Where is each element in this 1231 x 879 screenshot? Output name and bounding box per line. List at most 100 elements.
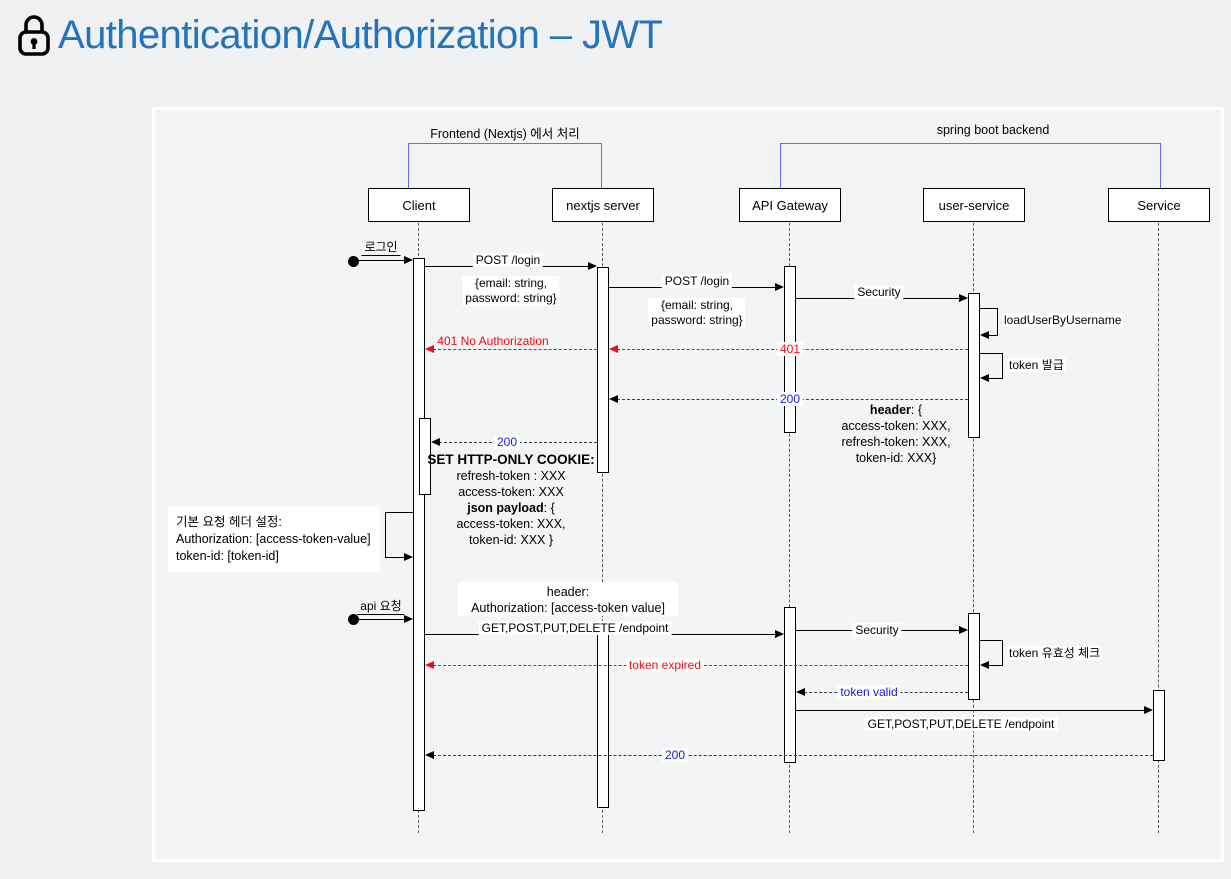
api-trigger-arrowhead: [404, 615, 413, 623]
post-login-1-body: {email: string, password: string}: [462, 276, 560, 306]
sequence-diagram-canvas: Frontend (Nextjs) 에서 처리 spring boot back…: [152, 107, 1224, 862]
client-self-loop-left: [385, 512, 386, 558]
token-check-line-top: [980, 640, 1003, 641]
request-header-note-line1: header:: [546, 585, 590, 599]
token-valid-label: token valid: [837, 685, 901, 699]
security-2-arrowhead: [959, 626, 968, 634]
cookie-block-line2: refresh-token : XXX: [456, 469, 566, 483]
client-self-loop-arrowhead: [404, 553, 413, 561]
activation-client-main: [413, 258, 425, 811]
token-check-label: token 유효성 체크: [1007, 646, 1103, 660]
status-200-label-front: 200: [493, 435, 521, 449]
found-message-dot-api: [348, 614, 359, 625]
load-user-line-top: [980, 308, 998, 309]
group-bracket-frontend-left: [408, 143, 409, 188]
status-401-arrowhead-front: [425, 345, 434, 353]
status-401-no-auth-label: 401 No Authorization: [437, 334, 549, 348]
found-message-dot-login: [348, 256, 359, 267]
api-trigger-label: api 요청: [357, 599, 405, 615]
cookie-block-line4: json payload: {: [427, 500, 594, 516]
actor-user-service-label: user-service: [938, 197, 1010, 213]
default-header-note-line3: token-id: [token-id]: [176, 549, 279, 563]
post-login-2-body: {email: string, password: string}: [648, 298, 746, 328]
page-title: Authentication/Authorization – JWT: [58, 12, 663, 57]
cookie-block-line1: SET HTTP-ONLY COOKIE:: [427, 452, 595, 467]
post-login-2-body-text: {email: string, password: string}: [648, 298, 746, 328]
token-issue-line-bottom: [988, 378, 1003, 379]
actor-service: Service: [1108, 188, 1210, 222]
group-label-frontend: Frontend (Nextjs) 에서 처리: [430, 127, 580, 141]
load-user-line-bottom: [988, 335, 998, 336]
endpoint-call-2-label: GET,POST,PUT,DELETE /endpoint: [864, 717, 1058, 731]
response-header-block: header: { access-token: XXX, refresh-tok…: [841, 402, 950, 466]
status-200-line-final: [433, 755, 1153, 756]
cookie-block-line3: access-token: XXX: [458, 485, 564, 499]
post-login-1-arrowhead: [588, 262, 597, 270]
lifeline-user-service: [973, 223, 974, 833]
activation-client-nested: [419, 418, 431, 495]
actor-gateway-label: API Gateway: [752, 197, 828, 213]
actor-user-service: user-service: [923, 188, 1025, 222]
token-issue-arrowhead: [980, 374, 989, 382]
endpoint-call-1-arrowhead: [775, 630, 784, 638]
cookie-block: SET HTTP-ONLY COOKIE: refresh-token : XX…: [427, 452, 594, 548]
actor-service-label: Service: [1137, 197, 1181, 213]
endpoint-call-2-line: [796, 710, 1146, 711]
cookie-block-line5: access-token: XXX,: [456, 517, 566, 531]
header-block-rest: : {: [910, 403, 923, 417]
status-200-label-backend: 200: [776, 392, 804, 406]
header-block-bold: header: [869, 403, 911, 417]
activation-gateway-2: [784, 607, 796, 763]
client-self-loop-top: [385, 512, 413, 513]
security-2-label: Security: [852, 623, 902, 637]
activation-user-service-1: [968, 293, 980, 438]
group-bracket-backend-left: [780, 143, 781, 188]
token-valid-arrowhead: [796, 688, 805, 696]
token-issue-label: token 발급: [1007, 358, 1066, 372]
actor-client-label: Client: [402, 197, 436, 213]
group-label-backend: spring boot backend: [936, 123, 1050, 137]
actor-client: Client: [368, 188, 470, 222]
post-login-1-label: POST /login: [472, 253, 544, 267]
status-401-arrowhead-backend: [609, 345, 618, 353]
page-header: Authentication/Authorization – JWT: [16, 12, 663, 58]
post-login-2-arrowhead: [775, 283, 784, 291]
lifeline-nextjs-server: [602, 223, 603, 833]
status-200-arrowhead-backend: [609, 395, 618, 403]
group-bracket-frontend-right: [601, 143, 602, 188]
status-401-line-front: [433, 349, 597, 350]
status-200-label-final: 200: [661, 748, 689, 762]
group-bracket-backend-right: [1160, 143, 1161, 188]
default-header-note: 기본 요청 헤더 설정: Authorization: [access-toke…: [168, 507, 380, 572]
actor-nextjs-label: nextjs server: [566, 197, 640, 213]
actor-api-gateway: API Gateway: [739, 188, 841, 222]
default-header-note-line1: 기본 요청 헤더 설정:: [176, 515, 282, 529]
lifeline-service: [1158, 223, 1159, 833]
login-trigger-label: 로그인: [361, 240, 401, 256]
activation-service: [1153, 690, 1165, 761]
request-header-note-line2: Authorization: [access-token value]: [471, 601, 665, 615]
token-check-line-right: [1002, 640, 1003, 666]
load-user-line-right: [997, 308, 998, 336]
api-trigger-line: [358, 619, 405, 620]
token-check-line-bottom: [988, 665, 1003, 666]
endpoint-call-1-label: GET,POST,PUT,DELETE /endpoint: [478, 621, 672, 635]
cookie-block-bold: json payload: [467, 501, 544, 515]
activation-nextjs-1: [597, 267, 609, 473]
security-1-label: Security: [854, 285, 904, 299]
token-expired-label: token expired: [625, 658, 705, 672]
header-block-line4: token-id: XXX}: [855, 451, 937, 465]
client-self-loop-bottom: [386, 557, 405, 558]
request-header-note: header: Authorization: [access-token val…: [458, 582, 678, 616]
group-bracket-backend: [780, 143, 1160, 144]
header-block-line1: header: {: [841, 402, 950, 418]
token-check-arrowhead: [980, 661, 989, 669]
group-bracket-frontend: [408, 143, 601, 144]
lock-icon: [16, 12, 52, 58]
load-user-label: loadUserByUsername: [1002, 313, 1124, 327]
post-login-2-label: POST /login: [661, 274, 733, 288]
header-block-line2: access-token: XXX,: [841, 419, 951, 433]
status-200-arrowhead-final: [425, 751, 434, 759]
actor-nextjs-server: nextjs server: [552, 188, 654, 222]
token-expired-arrowhead: [425, 661, 434, 669]
